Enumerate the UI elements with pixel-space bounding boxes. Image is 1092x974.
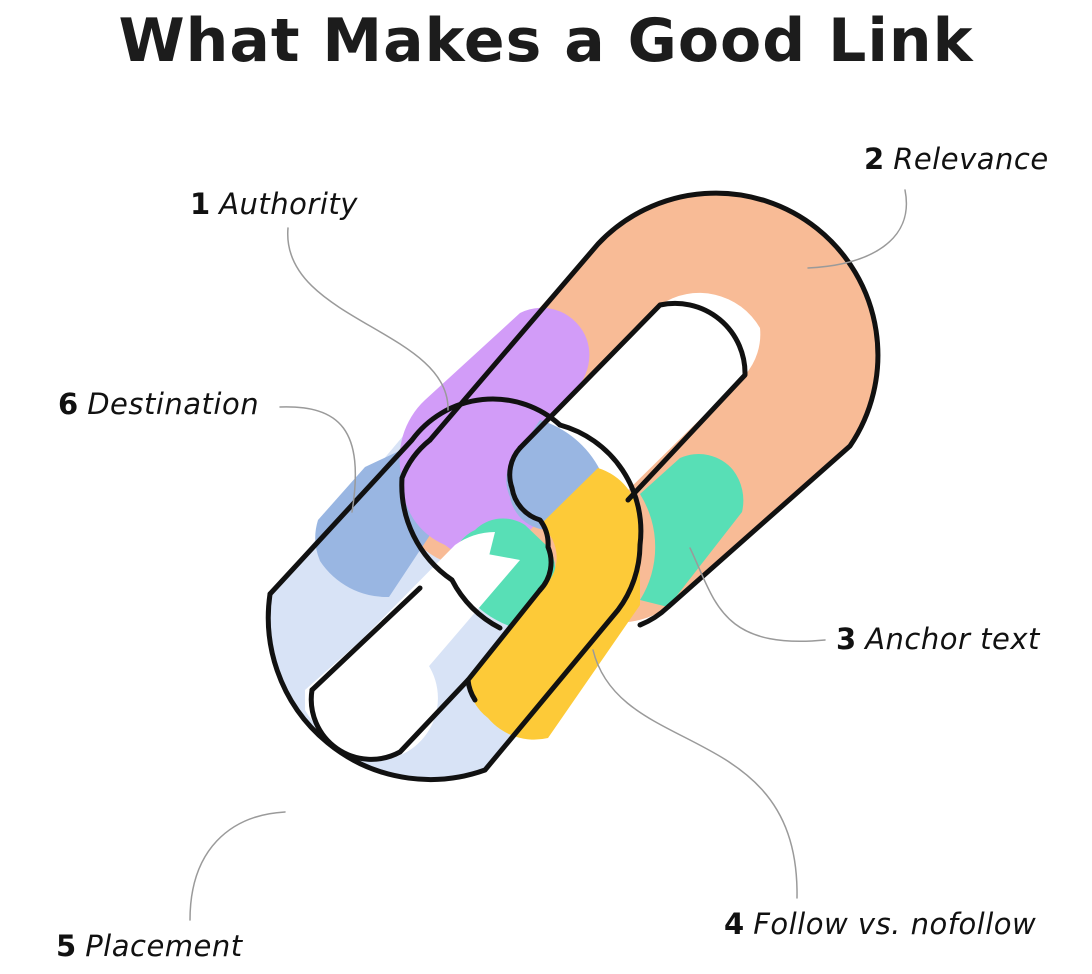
factor-name: Destination	[87, 387, 260, 421]
factor-number: 4	[724, 907, 745, 941]
factor-number: 5	[56, 929, 77, 963]
page-title: What Makes a Good Link	[118, 6, 974, 76]
factor-name: Relevance	[893, 142, 1049, 176]
factor-number: 2	[864, 142, 885, 176]
factor-number: 1	[190, 187, 211, 221]
factor-number: 6	[58, 387, 79, 421]
factor-name: Placement	[85, 929, 243, 963]
factor-number: 3	[836, 622, 857, 656]
leader-follow	[592, 649, 798, 899]
factor-name: Follow vs. nofollow	[753, 907, 1037, 941]
leader-authority	[287, 227, 449, 411]
follow-highlight	[468, 468, 640, 740]
factor-name: Anchor text	[865, 622, 1040, 656]
authority-highlight	[399, 307, 590, 561]
leader-anchor-text	[689, 547, 826, 642]
leader-destination	[279, 406, 357, 513]
anchor-text-highlight	[640, 453, 744, 607]
leader-placement	[189, 811, 286, 921]
factor-name: Authority	[219, 187, 358, 221]
leader-relevance	[807, 189, 908, 269]
